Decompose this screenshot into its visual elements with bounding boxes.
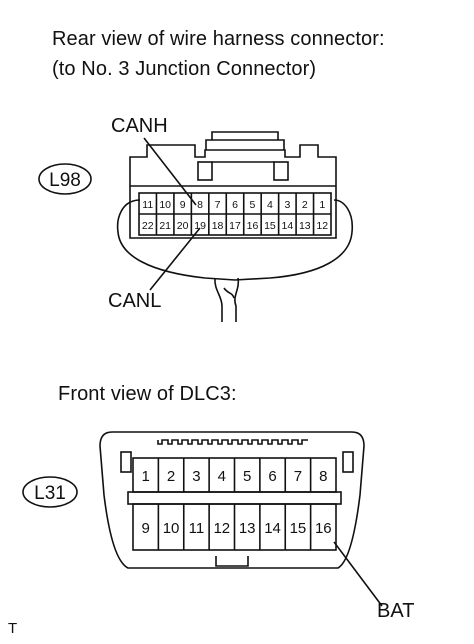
l98-pin-label: 12 — [316, 220, 328, 232]
rear-view-caption-line1: Rear view of wire harness connector: — [52, 28, 385, 50]
dlc3-pin-label: 3 — [192, 468, 200, 485]
dlc3-pin-label: 16 — [315, 520, 332, 537]
dlc3-pin-label: 4 — [218, 468, 226, 485]
dlc3-pin-label: 6 — [268, 468, 276, 485]
l98-oval — [38, 163, 92, 195]
dlc3-slot-left — [120, 451, 132, 473]
l98-lock-left — [197, 161, 213, 181]
l98-pin-label: 22 — [142, 220, 154, 232]
l98-lock-right — [273, 161, 289, 181]
dlc3-key — [215, 556, 249, 567]
l98-pin-label: 10 — [159, 199, 171, 211]
l98-pin-label: 14 — [282, 220, 294, 232]
l98-pin-label: 1 — [319, 199, 325, 211]
l98-pin-label: 13 — [299, 220, 311, 232]
bat-label: BAT — [377, 600, 415, 622]
l98-pin-label: 21 — [159, 220, 171, 232]
dlc3-pin-label: 15 — [290, 520, 307, 537]
l98-pin-label: 9 — [180, 199, 186, 211]
dlc3-pin-label: 5 — [243, 468, 251, 485]
canh-label: CANH — [111, 115, 168, 137]
l98-pin-label: 20 — [177, 220, 189, 232]
canl-label: CANL — [108, 290, 162, 312]
dlc3-caption: Front view of DLC3: — [58, 383, 237, 405]
l31-oval — [22, 476, 78, 508]
l98-pin-label: 4 — [267, 199, 273, 211]
footer-mark: T — [8, 620, 18, 637]
l98-pin-label: 15 — [264, 220, 276, 232]
dlc3-slot-right — [342, 451, 354, 473]
l98-latch-top — [211, 131, 279, 140]
dlc3-pin-label: 7 — [294, 468, 302, 485]
l98-id-text: L98 — [49, 170, 81, 191]
l98-pin-label: 19 — [194, 220, 206, 232]
dlc3-pin-label: 11 — [189, 520, 205, 537]
wire-bundle-mid — [223, 287, 235, 299]
dlc3-pin-label: 10 — [163, 520, 180, 537]
bat-leader — [333, 541, 383, 607]
rear-view-caption-line2: (to No. 3 Junction Connector) — [52, 58, 317, 80]
dlc3-ridge — [157, 439, 308, 445]
l98-pin-label: 7 — [215, 199, 221, 211]
dlc3-housing — [99, 431, 365, 569]
dlc3-pin-label: 14 — [264, 520, 281, 537]
dlc3-pin-label: 9 — [142, 520, 150, 537]
dlc3-pin-label: 13 — [239, 520, 256, 537]
dlc3-pin-label: 1 — [142, 468, 150, 485]
l98-pin-label: 5 — [250, 199, 256, 211]
l98-pin-label: 16 — [247, 220, 259, 232]
wire-bundle-left — [214, 277, 223, 322]
l98-pin-label: 2 — [302, 199, 308, 211]
l98-pin-label: 17 — [229, 220, 241, 232]
wire-bundle-right — [234, 277, 240, 322]
l31-id-text: L31 — [34, 483, 66, 504]
dlc3-pin-label: 2 — [167, 468, 175, 485]
l98-housing — [129, 144, 337, 239]
dlc3-pin-label: 8 — [319, 468, 327, 485]
l98-pin-label: 18 — [212, 220, 224, 232]
l98-pin-label: 6 — [232, 199, 238, 211]
dlc3-center-bar — [127, 491, 342, 505]
l98-pin-label: 11 — [142, 199, 153, 211]
dlc3-pin-label: 12 — [213, 520, 230, 537]
l98-latch-outer — [205, 139, 285, 150]
canh-leader — [143, 137, 197, 206]
l98-pin-label: 8 — [197, 199, 203, 211]
l98-pin-label: 3 — [284, 199, 290, 211]
wire-loop — [116, 199, 354, 281]
canl-leader — [149, 227, 201, 291]
